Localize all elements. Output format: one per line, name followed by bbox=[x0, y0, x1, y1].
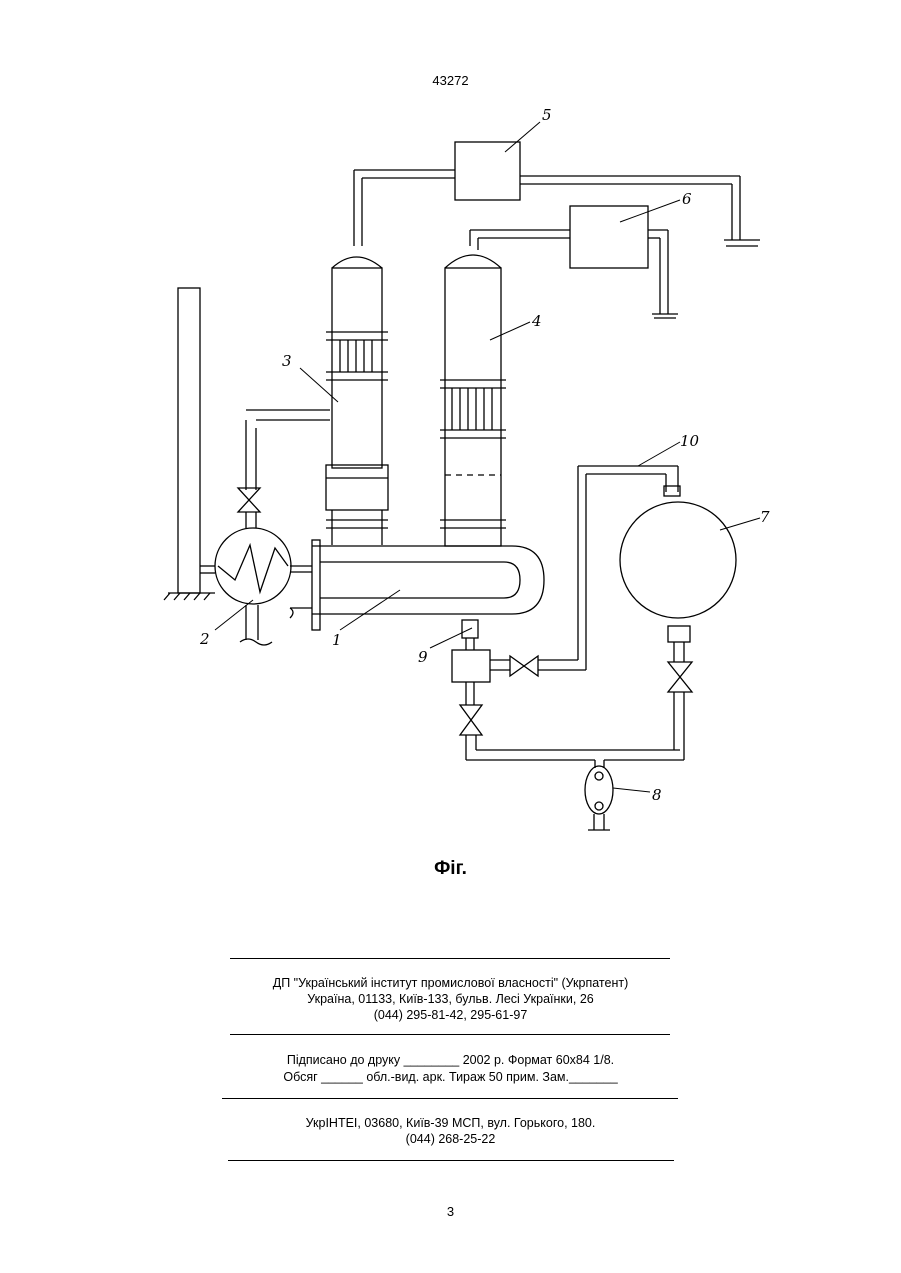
pump-8 bbox=[585, 760, 613, 830]
printer-address: УкрІНТЕІ, 03680, Київ-39 МСП, вул. Горьк… bbox=[0, 1115, 901, 1131]
column-4 bbox=[440, 230, 570, 546]
label-5: 5 bbox=[542, 106, 552, 124]
heater-2 bbox=[200, 528, 312, 645]
label-7: 7 bbox=[760, 508, 770, 526]
figure-caption: Фіг. bbox=[0, 858, 901, 880]
label-9: 9 bbox=[418, 648, 428, 666]
printer-phone: (044) 268-25-22 bbox=[0, 1131, 901, 1147]
label-4: 4 bbox=[531, 312, 542, 330]
publisher-address: Україна, 01133, Київ-133, бульв. Лесі Ук… bbox=[0, 991, 901, 1007]
tank-7 bbox=[604, 486, 736, 760]
page-number: 3 bbox=[0, 1204, 901, 1219]
label-6: 6 bbox=[682, 190, 692, 208]
divider bbox=[230, 958, 670, 959]
valve-heater bbox=[238, 410, 330, 528]
wall-support bbox=[164, 288, 215, 600]
patent-number: 43272 bbox=[0, 73, 901, 88]
separator-9 bbox=[452, 620, 680, 760]
schematic-drawing: 5 6 4 3 2 1 9 10 7 8 bbox=[100, 100, 800, 845]
divider bbox=[228, 1160, 674, 1161]
print-info-line2: Обсяг ______ обл.-вид. арк. Тираж 50 при… bbox=[0, 1069, 901, 1085]
column-3 bbox=[326, 170, 455, 545]
vessel-1 bbox=[290, 540, 544, 630]
divider bbox=[222, 1098, 678, 1099]
label-1: 1 bbox=[332, 631, 342, 649]
unit-6 bbox=[570, 206, 678, 318]
line-10 bbox=[578, 466, 678, 670]
publisher-phone: (044) 295-81-42, 295-61-97 bbox=[0, 1007, 901, 1023]
label-3: 3 bbox=[282, 352, 292, 370]
publisher-name: ДП "Український інститут промислової вла… bbox=[0, 975, 901, 991]
divider bbox=[230, 1034, 670, 1035]
print-info-line1: Підписано до друку ________ 2002 р. Форм… bbox=[0, 1052, 901, 1068]
label-10: 10 bbox=[680, 432, 700, 450]
label-2: 2 bbox=[199, 630, 210, 648]
label-8: 8 bbox=[652, 786, 662, 804]
